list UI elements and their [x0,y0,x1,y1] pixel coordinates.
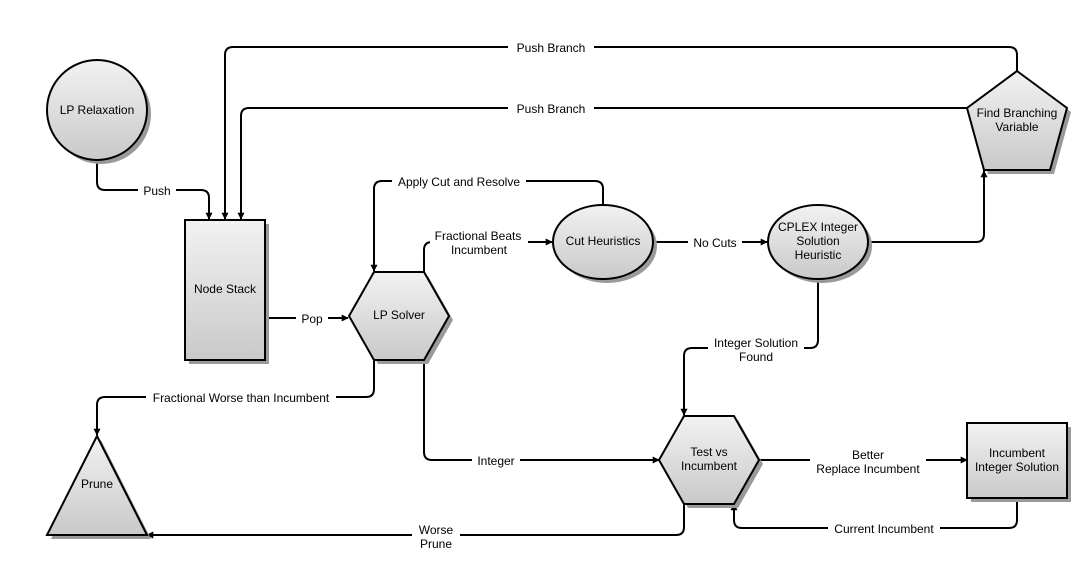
label-push-branch-top: Push Branch [508,40,594,55]
label-apply-cut: Apply Cut and Resolve [392,174,526,189]
svg-text:Push Branch: Push Branch [517,41,586,55]
svg-text:Pop: Pop [301,312,323,326]
svg-text:Current Incumbent: Current Incumbent [834,522,934,536]
svg-text:Heuristic: Heuristic [795,248,842,262]
svg-text:Incumbent: Incumbent [451,243,508,257]
svg-text:Incumbent: Incumbent [989,446,1046,460]
svg-text:Push: Push [143,184,170,198]
svg-text:Replace Incumbent: Replace Incumbent [816,462,920,476]
svg-text:Prune: Prune [420,537,452,551]
edge-cplex-to-branching [868,170,988,243]
label-integer: Integer [472,453,520,468]
svg-text:Find Branching: Find Branching [977,106,1058,120]
node-cplex-heuristic[interactable]: CPLEX Integer Solution Heuristic [767,204,872,283]
svg-text:Found: Found [739,350,773,364]
label-worse-prune: Worse Prune [412,521,460,551]
svg-text:Variable: Variable [995,120,1038,134]
label-push-branch-second: Push Branch [508,101,594,116]
svg-text:LP Relaxation: LP Relaxation [60,103,135,117]
svg-text:Better: Better [852,448,884,462]
svg-text:Node Stack: Node Stack [194,282,257,296]
edge-push-branch-top [221,46,1018,220]
node-lp-solver[interactable]: LP Solver [347,271,453,364]
svg-text:Worse: Worse [419,523,454,537]
svg-text:Fractional Beats: Fractional Beats [435,229,522,243]
label-pop: Pop [296,311,328,326]
svg-text:Incumbent: Incumbent [681,459,738,473]
svg-text:Fractional Worse than Incumben: Fractional Worse than Incumbent [153,391,330,405]
node-lp-relaxation[interactable]: LP Relaxation [46,59,151,164]
svg-text:Test vs: Test vs [690,445,727,459]
svg-text:Integer Solution: Integer Solution [975,460,1059,474]
svg-text:Solution: Solution [796,234,839,248]
node-incumbent-solution[interactable]: Incumbent Integer Solution [966,422,1071,502]
label-fractional-worse: Fractional Worse than Incumbent [146,390,336,405]
svg-text:CPLEX Integer: CPLEX Integer [778,220,858,234]
svg-text:Push Branch: Push Branch [517,102,586,116]
label-no-cuts: No Cuts [688,235,742,250]
svg-text:Integer Solution: Integer Solution [714,336,798,350]
edge-worse-prune [146,504,685,539]
svg-text:No Cuts: No Cuts [693,236,736,250]
node-prune[interactable]: Prune [45,433,151,539]
node-find-branching[interactable]: Find Branching Variable [965,69,1071,174]
node-test-vs-incumbent[interactable]: Test vs Incumbent [657,415,763,508]
svg-text:Apply Cut and Resolve: Apply Cut and Resolve [398,175,520,189]
node-stack[interactable]: Node Stack [184,219,269,364]
svg-text:Cut Heuristics: Cut Heuristics [566,234,641,248]
svg-text:Integer: Integer [477,454,514,468]
svg-text:Prune: Prune [81,477,113,491]
edge-integer [423,360,660,464]
edge-push-branch-second [237,107,968,220]
label-fractional-beats: Fractional Beats Incumbent [430,228,528,258]
node-cut-heuristics[interactable]: Cut Heuristics [552,204,657,283]
label-better-replace: Better Replace Incumbent [810,446,926,476]
label-current-incumbent: Current Incumbent [828,521,940,536]
label-push: Push [138,183,176,198]
label-integer-solution-found: Integer Solution Found [708,334,804,364]
svg-text:LP Solver: LP Solver [373,308,425,322]
